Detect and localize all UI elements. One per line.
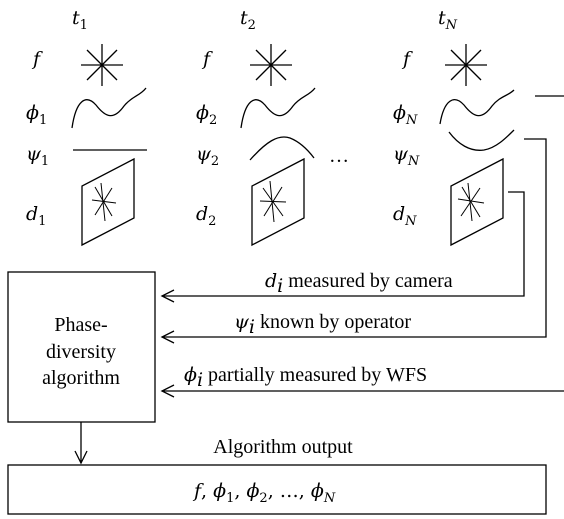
diversity-label-psiN: ψN: [393, 143, 420, 169]
psf-image-icon: [251, 157, 305, 247]
star-object-icon: [81, 44, 123, 86]
column-t1: t1 f ϕ1 ψ1 d1: [26, 7, 147, 247]
curved-diversity-icon: [249, 136, 315, 161]
star-object-icon: [445, 44, 487, 86]
d-measured-label: di measured by camera: [265, 270, 453, 297]
d-connector-line: [162, 191, 525, 297]
object-label-f1: f: [31, 48, 43, 70]
algorithm-label-line3: algorithm: [42, 367, 120, 389]
time-label-t2: t2: [240, 7, 256, 33]
image-label-d1: d1: [26, 203, 46, 229]
curved-diversity-icon: [448, 129, 515, 151]
column-tN: tN f ϕN ψN dN: [393, 7, 515, 247]
algorithm-label-line1: Phase-: [54, 314, 107, 336]
star-object-icon: [250, 44, 292, 86]
phase-label-phiN: ϕN: [393, 102, 418, 128]
arrowhead-left-icon: [160, 384, 175, 398]
arrowhead-down-icon: [74, 450, 88, 465]
algorithm-output-box: f, ϕ1, ϕ2, …, ϕN: [7, 464, 547, 515]
arrowhead-left-icon: [160, 330, 175, 344]
phase-diversity-algorithm-box: Phase- diversity algorithm: [7, 271, 156, 423]
column-t2: t2 f ϕ2 ψ2 d2: [196, 7, 316, 247]
phase-wave-icon: [71, 87, 147, 129]
diversity-label-psi2: ψ2: [196, 143, 219, 169]
psf-image-icon: [450, 157, 504, 247]
psi-connector-line: [162, 138, 547, 338]
phase-wave-icon: [439, 89, 515, 125]
output-items: f, ϕ1, ϕ2, …, ϕN: [192, 480, 336, 506]
time-label-t1: t1: [72, 7, 88, 33]
psi-known-label: ψi known by operator: [234, 311, 411, 338]
algorithm-label-line2: diversity: [46, 341, 116, 363]
phase-label-phi2: ϕ2: [196, 102, 217, 128]
phase-label-phi1: ϕ1: [26, 102, 47, 128]
phase-wave-icon: [240, 87, 316, 129]
image-label-dN: dN: [393, 203, 417, 229]
connector-lines: [160, 95, 564, 398]
image-label-d2: d2: [196, 203, 216, 229]
column-ellipsis: …: [329, 145, 349, 167]
phi-wfs-label: ϕi partially measured by WFS: [184, 364, 427, 391]
object-label-fN: f: [401, 48, 413, 70]
arrowhead-left-icon: [160, 289, 175, 303]
object-label-f2: f: [201, 48, 213, 70]
time-label-tN: tN: [438, 7, 458, 33]
psf-image-icon: [81, 157, 135, 247]
diversity-label-psi1: ψ1: [26, 143, 49, 169]
algorithm-output-title: Algorithm output: [213, 436, 353, 458]
